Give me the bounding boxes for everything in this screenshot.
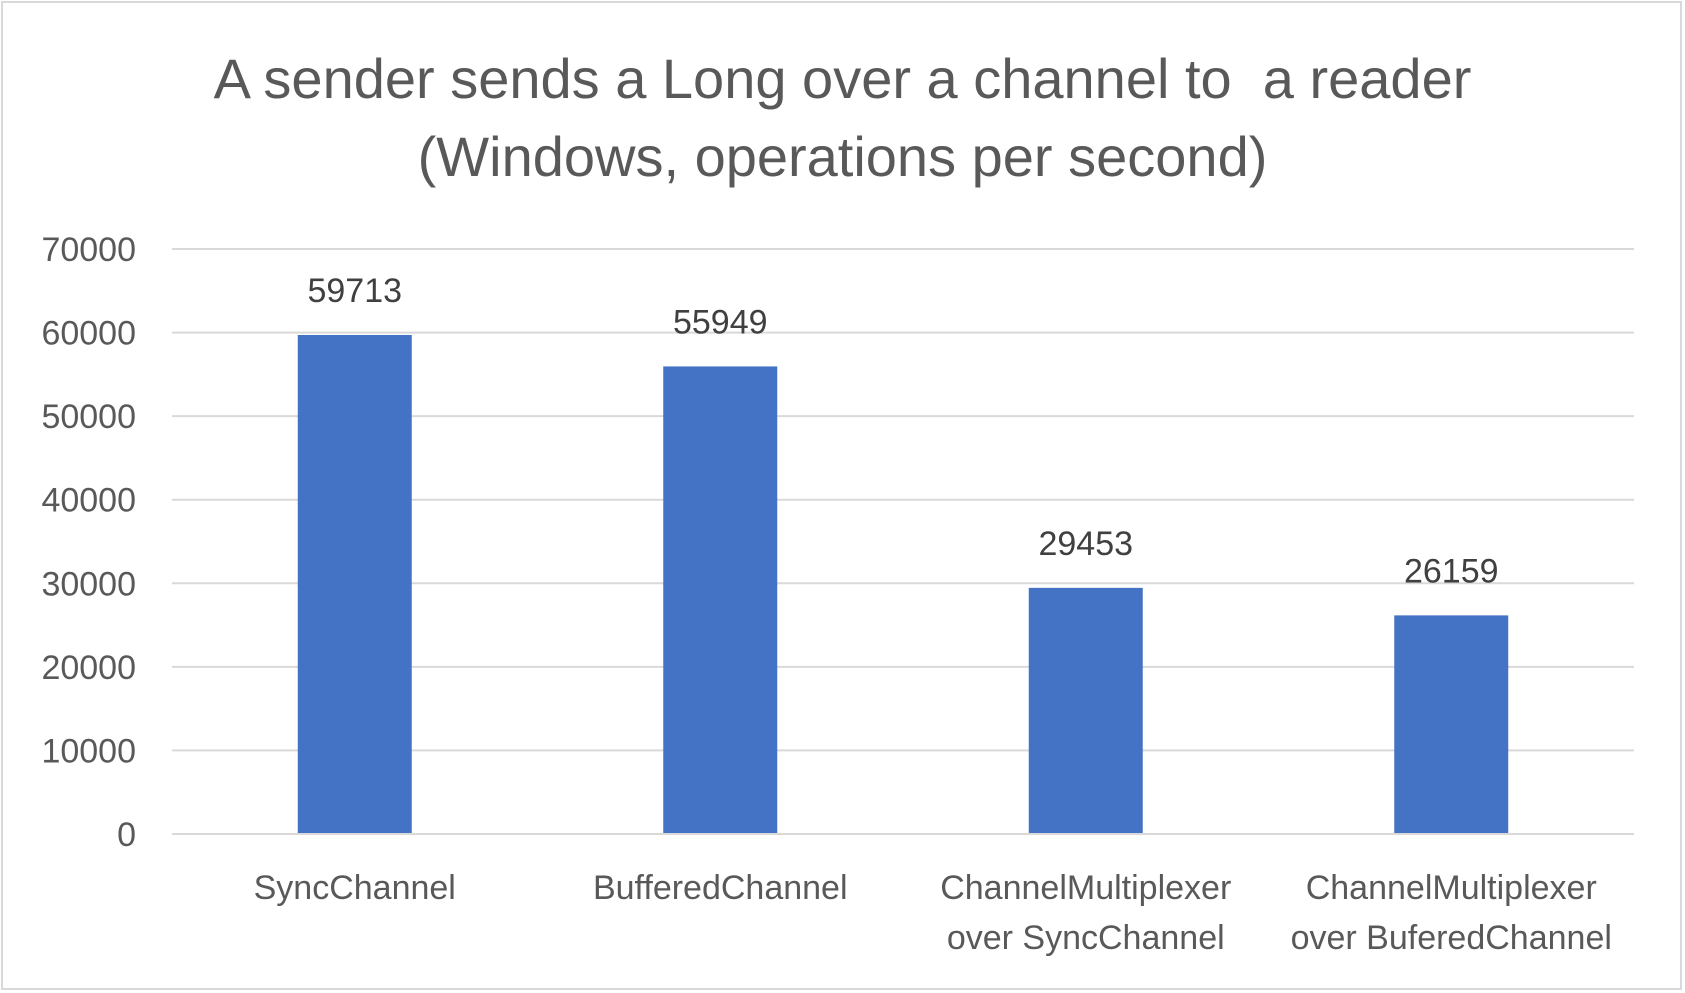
category-label: over BuferedChannel xyxy=(1291,919,1612,957)
chart-title: A sender sends a Long over a channel to … xyxy=(0,40,1685,196)
bar xyxy=(663,366,778,834)
data-label: 55949 xyxy=(673,303,768,341)
bar xyxy=(297,334,412,834)
y-tick-label: 70000 xyxy=(41,231,136,269)
y-tick-label: 0 xyxy=(117,816,136,854)
y-tick-label: 10000 xyxy=(41,732,136,770)
bar xyxy=(1394,615,1509,834)
y-tick-label: 60000 xyxy=(41,315,136,353)
category-label: over SyncChannel xyxy=(947,919,1225,957)
chart-title-line-2: (Windows, operations per second) xyxy=(417,125,1268,188)
data-label: 59713 xyxy=(307,272,402,310)
y-tick-label: 40000 xyxy=(41,482,136,520)
category-label: SyncChannel xyxy=(254,869,456,907)
data-label: 29453 xyxy=(1038,525,1133,563)
bar xyxy=(1028,587,1143,834)
y-tick-label: 50000 xyxy=(41,398,136,436)
category-label: BufferedChannel xyxy=(593,869,848,907)
data-label: 26159 xyxy=(1404,552,1499,590)
y-tick-label: 30000 xyxy=(41,565,136,603)
chart-title-line-1: A sender sends a Long over a channel to … xyxy=(213,47,1472,110)
y-tick-label: 20000 xyxy=(41,649,136,687)
category-label: ChannelMultiplexer xyxy=(940,869,1231,907)
category-label: ChannelMultiplexer xyxy=(1306,869,1597,907)
